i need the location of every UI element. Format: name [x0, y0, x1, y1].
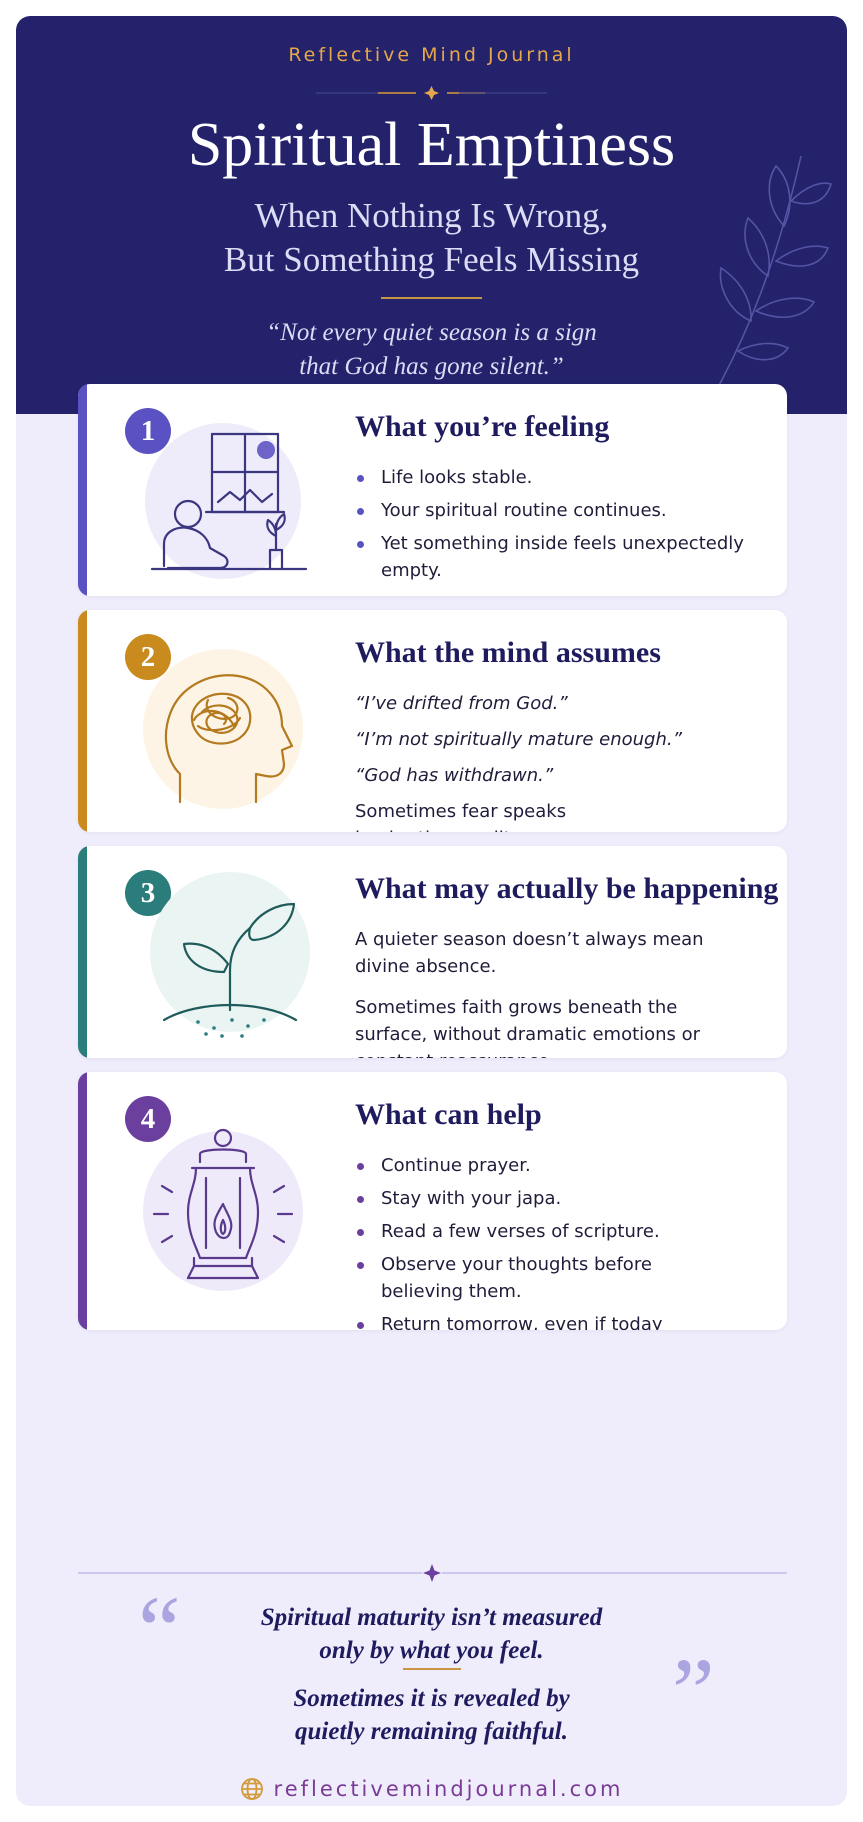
list-item: Your spiritual routine continues.: [355, 497, 775, 524]
sparkle-icon: [422, 1563, 442, 1583]
card-title: What may actually be happening: [355, 872, 779, 905]
closing-statement: Spiritual maturity isn’t measured only b…: [16, 1601, 847, 1667]
card-what-may-be-happening: 3 What may actually be happening A quiet…: [78, 846, 787, 1058]
globe-icon: [240, 1778, 263, 1800]
person-by-window-icon: [145, 423, 308, 579]
card-what-youre-feeling: 1 What you’re feeling Life looks stable: [78, 384, 787, 596]
brand-name: Reflective Mind Journal: [288, 44, 575, 66]
list-item: Continue prayer.: [355, 1152, 675, 1179]
help-list: Continue prayer. Stay with your japa. Re…: [355, 1152, 675, 1330]
assumption-note: Sometimes fear speaks louder than realit…: [355, 801, 567, 832]
card-accent-bar: [78, 610, 87, 832]
assumption-quote: “I’m not spiritually mature enough.”: [355, 729, 682, 750]
card-what-can-help: 4 What can help Continue prayer. Stay wi: [78, 1072, 787, 1330]
paragraph: A quieter season doesn’t always mean div…: [355, 929, 704, 977]
closing-line: quietly remaining faithful.: [295, 1718, 568, 1745]
subtitle-line: When Nothing Is Wrong,: [254, 196, 609, 235]
website-link[interactable]: reflectivemindjournal.com: [273, 1777, 624, 1801]
footer: reflectivemindjournal.com: [16, 1774, 847, 1804]
card-title: What you’re feeling: [355, 410, 610, 443]
sprout-icon: [150, 872, 310, 1038]
closing-statement: Sometimes it is revealed by quietly rema…: [16, 1682, 847, 1748]
quote-line: that God has gone silent.”: [299, 353, 564, 380]
happening-block: A quieter season doesn’t always mean div…: [355, 926, 705, 1058]
header-banner: Reflective Mind Journal Spiritual Emptin…: [16, 16, 847, 414]
step-number-badge: 1: [125, 408, 171, 454]
quote-line: “Not every quiet season is a sign: [266, 319, 597, 346]
card-accent-bar: [78, 1072, 87, 1330]
close-quote-icon: ”: [672, 1638, 715, 1745]
closing-line: only by what you feel.: [319, 1637, 544, 1664]
page-subtitle: When Nothing Is Wrong, But Something Fee…: [16, 194, 847, 282]
tangled-thoughts-head-icon: [143, 649, 303, 809]
paragraph: Sometimes faith grows beneath the surfac…: [355, 997, 701, 1058]
card-title: What the mind assumes: [355, 636, 661, 669]
feeling-list: Life looks stable. Your spiritual routin…: [355, 464, 775, 590]
list-item: Life looks stable.: [355, 464, 775, 491]
gold-rule: [403, 1668, 461, 1670]
sparkle-divider-icon: [316, 86, 547, 100]
subtitle-line: But Something Feels Missing: [223, 240, 640, 279]
list-item: Observe your thoughts before believing t…: [355, 1251, 675, 1305]
assumption-quote: “God has withdrawn.”: [355, 765, 554, 786]
card-accent-bar: [78, 846, 87, 1058]
open-quote-icon: “: [138, 1576, 181, 1683]
header-quote: “Not every quiet season is a sign that G…: [16, 316, 847, 384]
list-item: Read a few verses of scripture.: [355, 1218, 675, 1245]
infographic-page: Reflective Mind Journal Spiritual Emptin…: [16, 16, 847, 1806]
leaf-branch-icon: [715, 155, 832, 392]
gold-rule: [381, 297, 482, 299]
list-item: Stay with your japa.: [355, 1185, 675, 1212]
assumption-quote: “I’ve drifted from God.”: [355, 693, 568, 714]
lantern-icon: [143, 1128, 303, 1291]
step-number-badge: 2: [125, 634, 171, 680]
card-title: What can help: [355, 1098, 542, 1131]
card-accent-bar: [78, 384, 87, 596]
card-what-the-mind-assumes: 2 What the mind assumes “I’ve drifted fr…: [78, 610, 787, 832]
list-item: Return tomorrow, even if today feels ord…: [355, 1311, 675, 1330]
list-item: Yet something inside feels unexpectedly …: [355, 530, 775, 584]
closing-line: Sometimes it is revealed by: [293, 1685, 570, 1712]
closing-line: Spiritual maturity isn’t measured: [260, 1604, 603, 1631]
step-number-badge: 4: [125, 1096, 171, 1142]
assumptions-block: “I’ve drifted from God.” “I’m not spirit…: [355, 690, 775, 832]
page-title: Spiritual Emptiness: [187, 111, 676, 179]
